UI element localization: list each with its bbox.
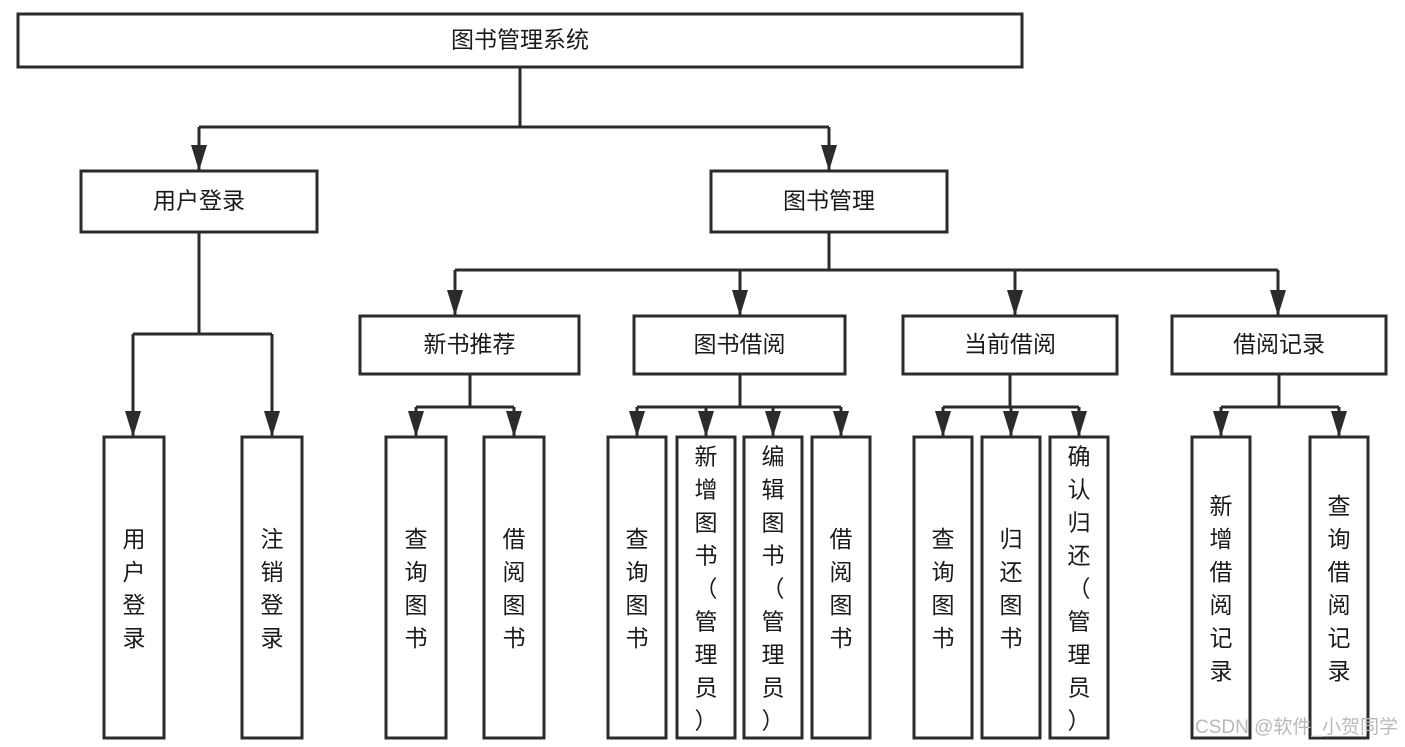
new-book-rec-arrow-1 <box>506 411 522 437</box>
user-login-arrow-0 <box>125 411 141 437</box>
node-new-book-rec[interactable]: 新书推荐 <box>358 314 581 376</box>
node-leaf-edit-book-admin-label: 编辑图书（管理员） <box>762 444 785 734</box>
csdn-watermark: CSDN @软件_小贺同学 <box>1195 716 1398 738</box>
node-leaf-edit-book-admin[interactable]: 编辑图书（管理员） <box>742 435 804 740</box>
node-current-borrow-label: 当前借阅 <box>964 331 1056 357</box>
root-arrow-0 <box>191 145 207 171</box>
node-book-borrow-label: 图书借阅 <box>694 331 786 357</box>
node-leaf-return-book-box[interactable] <box>980 435 1042 740</box>
node-user-login-box[interactable] <box>79 169 319 234</box>
book-borrow-arrow-1 <box>698 411 714 437</box>
node-leaf-borrow-book[interactable]: 借阅图书 <box>810 435 872 740</box>
node-leaf-user-logout-label: 注销登录 <box>261 526 284 651</box>
node-book-borrow-box[interactable] <box>632 314 847 376</box>
book-manage-arrow-0 <box>447 290 463 316</box>
node-root[interactable]: 图书管理系统 <box>16 12 1024 69</box>
node-leaf-return-book-label: 归还图书 <box>1000 526 1023 651</box>
node-leaf-user-logout[interactable]: 注销登录 <box>240 435 304 740</box>
node-leaf-borrow-book-rec-label: 借阅图书 <box>503 526 526 651</box>
node-leaf-query-book-borrow-label: 查询图书 <box>626 526 649 651</box>
node-leaf-query-book-borrow-box[interactable] <box>606 435 668 740</box>
node-leaf-user-login-label: 用户登录 <box>123 526 146 651</box>
node-borrow-record[interactable]: 借阅记录 <box>1170 314 1388 376</box>
node-root-box[interactable] <box>16 12 1024 69</box>
node-leaf-borrow-book-label: 借阅图书 <box>830 526 853 651</box>
node-leaf-add-book-admin-label: 新增图书（管理员） <box>695 444 718 734</box>
node-leaf-user-login[interactable]: 用户登录 <box>102 435 166 740</box>
node-leaf-add-book-admin-box[interactable] <box>675 435 737 740</box>
node-book-manage[interactable]: 图书管理 <box>709 169 949 234</box>
node-leaf-borrow-book-box[interactable] <box>810 435 872 740</box>
book-manage-arrow-2 <box>1007 290 1023 316</box>
node-leaf-edit-book-admin-box[interactable] <box>742 435 804 740</box>
current-borrow-arrow-2 <box>1071 411 1087 437</box>
root-arrow-1 <box>821 145 837 171</box>
borrow-record-arrow-1 <box>1331 411 1347 437</box>
node-layer: 图书管理系统用户登录图书管理新书推荐图书借阅当前借阅借阅记录用户登录注销登录查询… <box>16 12 1388 740</box>
node-leaf-query-book-current-label: 查询图书 <box>932 526 955 651</box>
borrow-record-arrow-0 <box>1213 411 1229 437</box>
node-borrow-record-box[interactable] <box>1170 314 1388 376</box>
node-root-label: 图书管理系统 <box>451 27 589 53</box>
node-book-borrow[interactable]: 图书借阅 <box>632 314 847 376</box>
book-manage-arrow-1 <box>732 290 748 316</box>
node-user-login[interactable]: 用户登录 <box>79 169 319 234</box>
node-user-login-label: 用户登录 <box>153 188 245 214</box>
node-leaf-add-book-admin[interactable]: 新增图书（管理员） <box>675 435 737 740</box>
node-new-book-rec-box[interactable] <box>358 314 581 376</box>
node-leaf-user-logout-box[interactable] <box>240 435 304 740</box>
node-leaf-query-book-rec[interactable]: 查询图书 <box>384 435 448 740</box>
node-leaf-add-borrow-record-label: 新增借阅记录 <box>1210 493 1233 684</box>
new-book-rec-arrow-0 <box>408 411 424 437</box>
node-current-borrow[interactable]: 当前借阅 <box>901 314 1119 376</box>
connector-layer <box>125 67 1347 437</box>
node-current-borrow-box[interactable] <box>901 314 1119 376</box>
book-borrow-arrow-2 <box>765 411 781 437</box>
node-leaf-add-borrow-record[interactable]: 新增借阅记录 <box>1190 435 1252 740</box>
book-borrow-arrow-0 <box>629 411 645 437</box>
node-leaf-borrow-book-rec-box[interactable] <box>482 435 546 740</box>
node-leaf-confirm-return-admin[interactable]: 确认归还（管理员） <box>1048 435 1110 740</box>
node-leaf-query-borrow-record-box[interactable] <box>1308 435 1370 740</box>
node-book-manage-label: 图书管理 <box>783 188 875 214</box>
current-borrow-arrow-1 <box>1003 411 1019 437</box>
node-leaf-query-book-rec-box[interactable] <box>384 435 448 740</box>
node-leaf-confirm-return-admin-box[interactable] <box>1048 435 1110 740</box>
node-leaf-add-borrow-record-box[interactable] <box>1190 435 1252 740</box>
node-leaf-return-book[interactable]: 归还图书 <box>980 435 1042 740</box>
node-new-book-rec-label: 新书推荐 <box>424 331 516 357</box>
node-leaf-query-book-rec-label: 查询图书 <box>405 526 428 651</box>
node-leaf-confirm-return-admin-label: 确认归还（管理员） <box>1068 444 1091 734</box>
node-leaf-user-login-box[interactable] <box>102 435 166 740</box>
node-leaf-query-book-borrow[interactable]: 查询图书 <box>606 435 668 740</box>
current-borrow-arrow-0 <box>935 411 951 437</box>
book-manage-arrow-3 <box>1270 290 1286 316</box>
user-login-arrow-1 <box>264 411 280 437</box>
book-borrow-arrow-3 <box>833 411 849 437</box>
node-leaf-query-book-current[interactable]: 查询图书 <box>912 435 974 740</box>
node-borrow-record-label: 借阅记录 <box>1233 331 1325 357</box>
node-leaf-query-borrow-record[interactable]: 查询借阅记录 <box>1308 435 1370 740</box>
node-leaf-query-borrow-record-label: 查询借阅记录 <box>1328 493 1351 684</box>
node-leaf-borrow-book-rec[interactable]: 借阅图书 <box>482 435 546 740</box>
node-leaf-query-book-current-box[interactable] <box>912 435 974 740</box>
node-book-manage-box[interactable] <box>709 169 949 234</box>
